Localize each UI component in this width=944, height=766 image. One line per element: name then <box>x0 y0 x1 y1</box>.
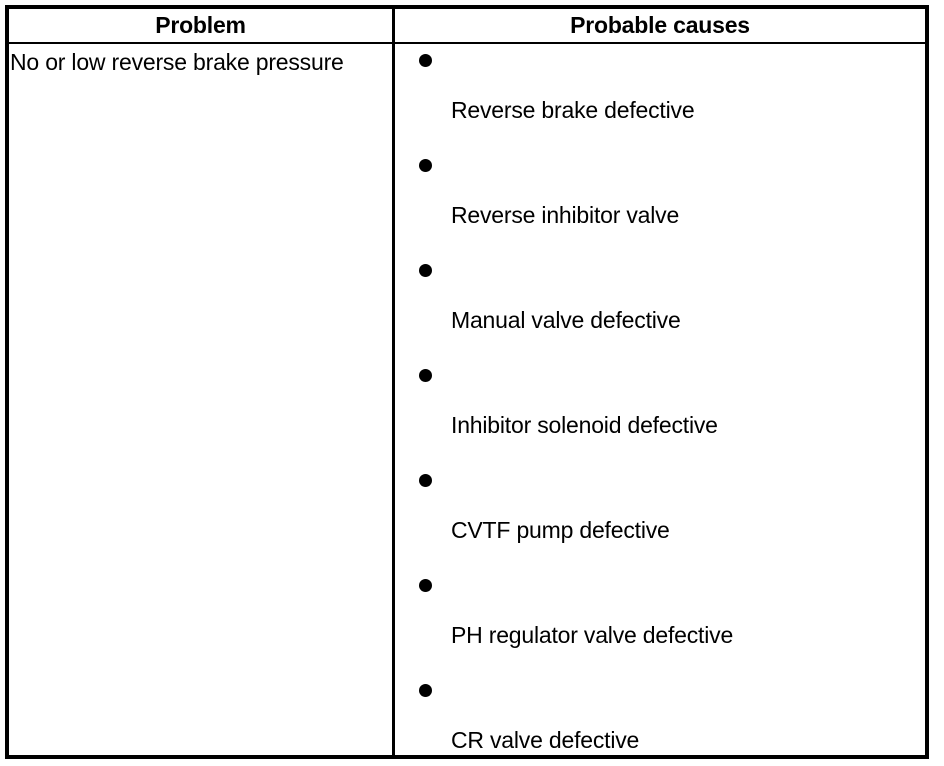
cause-label: Reverse brake defective <box>451 97 695 123</box>
cause-label: Manual valve defective <box>451 307 681 333</box>
column-header-probable-causes: Probable causes <box>570 12 750 38</box>
cause-list-item: Manual valve defective <box>395 254 925 359</box>
cause-list-item: CVTF pump defective <box>395 464 925 569</box>
cell-problem: No or low reverse brake pressure <box>9 44 392 755</box>
bullet-icon <box>419 54 432 67</box>
cause-list-item: Reverse inhibitor valve <box>395 149 925 254</box>
bullet-icon <box>419 579 432 592</box>
cause-label: PH regulator valve defective <box>451 622 734 648</box>
troubleshooting-table: Problem Probable causes No or low revers… <box>5 5 929 759</box>
bullet-icon <box>419 369 432 382</box>
column-header-problem: Problem <box>155 12 246 38</box>
cell-probable-causes: Reverse brake defective Reverse inhibito… <box>395 44 925 755</box>
bullet-icon <box>419 159 432 172</box>
cause-label: CR valve defective <box>451 727 640 753</box>
table-row: No or low reverse brake pressure Reverse… <box>9 44 925 755</box>
cause-label: CVTF pump defective <box>451 517 670 543</box>
cause-label: Reverse inhibitor valve <box>451 202 680 228</box>
cause-list-item: PH regulator valve defective <box>395 569 925 674</box>
cause-list-item: Inhibitor solenoid defective <box>395 359 925 464</box>
cause-list-item: Reverse brake defective <box>395 44 925 149</box>
bullet-icon <box>419 264 432 277</box>
column-divider <box>392 9 395 755</box>
cause-list-item: CR valve defective <box>395 674 925 755</box>
cause-label: Inhibitor solenoid defective <box>451 412 718 438</box>
bullet-icon <box>419 474 432 487</box>
bullet-icon <box>419 684 432 697</box>
table-header-row: Problem Probable causes <box>9 9 925 42</box>
header-separator <box>9 42 925 44</box>
problem-description: No or low reverse brake pressure <box>10 49 344 75</box>
